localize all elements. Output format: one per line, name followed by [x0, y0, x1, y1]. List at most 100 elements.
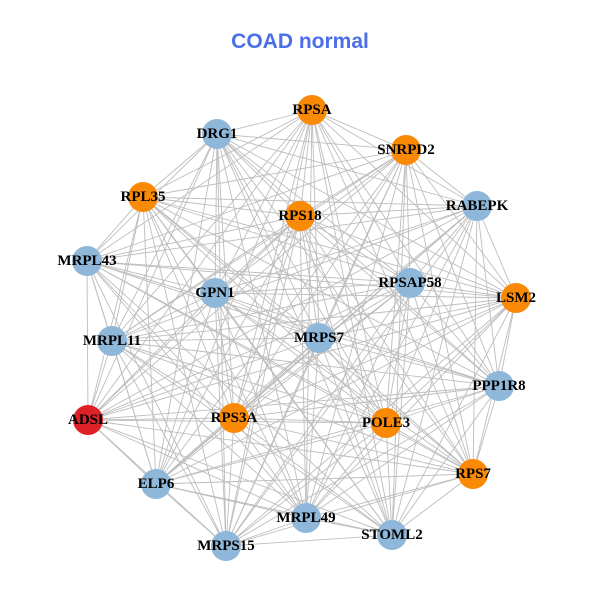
- edge-RPS18-MRPL43: [86, 215, 301, 262]
- node-RPS18: RPS18: [278, 201, 322, 231]
- edge-RPS18-LSM2: [299, 215, 517, 299]
- edge-ELP6-MRPS15: [155, 483, 227, 547]
- edge-DRG1-MRPS15: [216, 133, 227, 547]
- edge-RPSA-MRPL49: [305, 109, 313, 519]
- edge-RPSA-ADSL: [87, 109, 313, 421]
- edge-GPN1-POLE3: [214, 292, 387, 424]
- node-circle-RPSAP58: [395, 268, 425, 298]
- edge-RABEPK-RPS18: [299, 205, 478, 217]
- edge-LSM2-ADSL: [87, 297, 517, 421]
- edge-RPS18-ELP6: [155, 215, 301, 485]
- edge-RPSA-PPP1R8: [311, 109, 500, 387]
- edge-RPSA-RPS3A: [233, 109, 313, 419]
- node-label-RPS7: RPS7: [455, 466, 491, 482]
- edge-MRPS7-RPS3A: [233, 337, 320, 419]
- edge-LSM2-POLE3: [385, 297, 517, 424]
- node-circle-POLE3: [371, 408, 401, 438]
- edge-POLE3-MRPS15: [225, 422, 387, 547]
- edge-MRPL43-ADSL: [86, 260, 89, 421]
- edge-LSM2-ELP6: [155, 297, 517, 485]
- node-LSM2: LSM2: [496, 283, 536, 313]
- node-label-MRPL43: MRPL43: [57, 253, 116, 269]
- node-label-STOML2: STOML2: [361, 527, 422, 543]
- edge-ELP6-RPS7: [155, 473, 474, 485]
- edge-MRPS7-RPS7: [318, 337, 474, 475]
- edge-PPP1R8-MRPS15: [225, 385, 500, 547]
- edge-MRPL43-RPSAP58: [86, 260, 411, 284]
- node-PPP1R8: PPP1R8: [472, 371, 526, 401]
- edge-RABEPK-RPSAP58: [409, 205, 478, 284]
- edge-GPN1-LSM2: [214, 292, 517, 299]
- edge-ADSL-STOML2: [87, 419, 393, 536]
- edges-layer: [86, 109, 517, 547]
- edge-ADSL-RPS3A: [87, 417, 235, 421]
- edge-RPSAP58-LSM2: [409, 282, 517, 299]
- edge-MRPS7-STOML2: [318, 337, 393, 536]
- edge-MRPL43-GPN1: [86, 260, 216, 294]
- edge-RPSA-STOML2: [311, 109, 393, 536]
- node-RPS3A: RPS3A: [211, 403, 258, 433]
- edge-MRPL11-PPP1R8: [111, 340, 500, 387]
- node-MRPS15: MRPS15: [197, 531, 255, 561]
- edge-DRG1-LSM2: [216, 133, 517, 299]
- node-circle-MRPS15: [211, 531, 241, 561]
- node-ADSL: ADSL: [68, 405, 108, 435]
- edge-RPSA-RPSAP58: [311, 109, 411, 284]
- edge-RPL35-POLE3: [142, 196, 387, 424]
- edge-GPN1-PPP1R8: [214, 292, 500, 387]
- node-circle-DRG1: [202, 119, 232, 149]
- edge-DRG1-RPL35: [142, 133, 218, 198]
- edge-GPN1-ELP6: [155, 292, 216, 485]
- edge-RPSA-MRPS15: [225, 109, 313, 547]
- edge-RABEPK-ADSL: [87, 205, 478, 421]
- edge-LSM2-RPS3A: [233, 297, 517, 419]
- edge-DRG1-RPSAP58: [216, 133, 411, 284]
- edge-RPSAP58-ELP6: [155, 282, 411, 485]
- edge-SNRPD2-MRPL11: [111, 149, 407, 342]
- edge-SNRPD2-RPL35: [142, 149, 407, 198]
- edge-RPL35-MRPS15: [142, 196, 227, 547]
- edge-POLE3-STOML2: [385, 422, 393, 536]
- node-circle-MRPL11: [97, 326, 127, 356]
- node-label-MRPL11: MRPL11: [83, 333, 141, 349]
- edge-RPS18-RPS7: [299, 215, 474, 475]
- edge-RPSA-POLE3: [311, 109, 387, 424]
- node-RPL35: RPL35: [121, 182, 166, 212]
- edge-MRPL43-RPS3A: [86, 260, 235, 419]
- edge-RABEPK-STOML2: [391, 205, 478, 536]
- node-GPN1: GPN1: [195, 278, 235, 308]
- edge-SNRPD2-RABEPK: [405, 149, 478, 207]
- node-RPS7: RPS7: [455, 459, 491, 489]
- edge-PPP1R8-POLE3: [385, 385, 500, 424]
- edge-RABEPK-MRPS15: [225, 205, 478, 547]
- edge-MRPL11-STOML2: [111, 340, 393, 536]
- node-MRPL43: MRPL43: [57, 246, 117, 276]
- node-label-MRPL49: MRPL49: [276, 510, 335, 526]
- node-circle-MRPL43: [72, 246, 102, 276]
- edge-ADSL-RPS7: [87, 419, 474, 475]
- edge-MRPL11-MRPL49: [111, 340, 307, 519]
- edge-DRG1-PPP1R8: [216, 133, 500, 387]
- edge-RABEPK-RPS7: [472, 205, 478, 475]
- edge-DRG1-MRPS7: [216, 133, 320, 339]
- edge-GPN1-ADSL: [87, 292, 216, 421]
- node-label-DRG1: DRG1: [197, 126, 238, 142]
- edge-RPL35-RPSAP58: [142, 196, 411, 284]
- node-circle-RPS18: [285, 201, 315, 231]
- edge-RABEPK-MRPL11: [111, 205, 478, 342]
- edge-RPSA-SNRPD2: [311, 109, 407, 151]
- node-label-PPP1R8: PPP1R8: [472, 378, 525, 394]
- edge-RPS7-MRPL49: [305, 473, 474, 519]
- edge-RPSAP58-ADSL: [87, 282, 411, 421]
- edge-RPL35-RPS18: [142, 196, 301, 217]
- node-circle-MRPL49: [291, 503, 321, 533]
- edge-MRPL43-LSM2: [86, 260, 517, 299]
- edge-GPN1-RPS3A: [214, 292, 235, 419]
- node-ELP6: ELP6: [138, 469, 175, 499]
- edge-POLE3-ELP6: [155, 422, 387, 485]
- edge-RPL35-ADSL: [87, 196, 144, 421]
- edge-DRG1-GPN1: [214, 133, 218, 294]
- edge-MRPL11-POLE3: [111, 340, 387, 424]
